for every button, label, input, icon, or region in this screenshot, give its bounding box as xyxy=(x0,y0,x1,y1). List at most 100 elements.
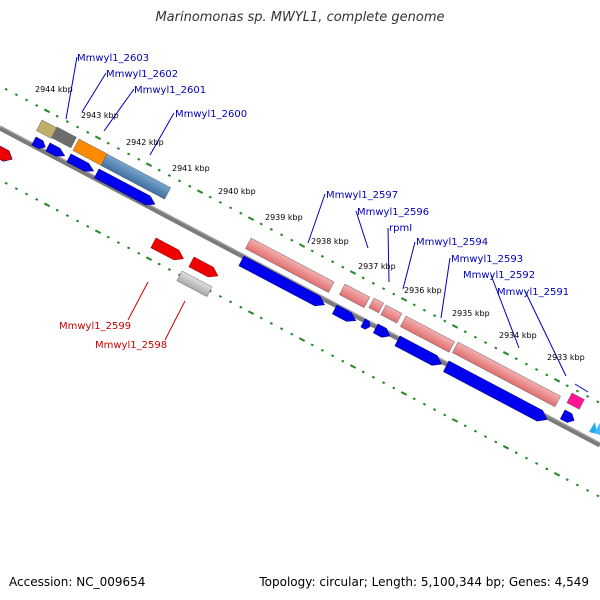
tick-mark xyxy=(310,343,314,347)
tick-mark xyxy=(106,141,110,145)
tick-mark xyxy=(137,157,141,161)
label-leader-line xyxy=(440,257,451,319)
gene-feature[interactable] xyxy=(566,392,585,410)
tick-mark xyxy=(473,429,477,433)
tick-mark xyxy=(167,268,171,271)
tick-rings xyxy=(4,87,600,498)
tick-mark xyxy=(535,462,539,465)
gene-feature[interactable] xyxy=(176,270,213,297)
label-leader-line xyxy=(574,383,589,393)
map-title: Marinomonas sp. MWYL1, complete genome xyxy=(155,10,445,25)
tick-mark xyxy=(259,222,263,226)
gene-feature[interactable] xyxy=(51,126,77,149)
gene-feature[interactable] xyxy=(331,304,358,325)
gene-label[interactable]: Mmwyl1_2600 xyxy=(175,109,247,120)
gene-label[interactable]: Mmwyl1_2598 xyxy=(95,340,167,351)
gene-feature[interactable] xyxy=(443,360,549,425)
gene-label[interactable]: Mmwyl1_2592 xyxy=(463,270,535,281)
tick-mark xyxy=(545,373,549,377)
tick-mark xyxy=(371,281,375,285)
tick-mark xyxy=(484,435,488,439)
gene-label[interactable]: Mmwyl1_2594 xyxy=(416,237,488,248)
gene-feature[interactable] xyxy=(66,153,96,175)
gene-feature[interactable] xyxy=(238,255,327,310)
tick-mark xyxy=(178,179,182,183)
tick-mark xyxy=(76,219,80,223)
gene-features xyxy=(0,119,585,425)
gene-feature[interactable] xyxy=(368,297,384,314)
tick-mark xyxy=(229,206,233,210)
tick-mark xyxy=(259,316,263,320)
gene-feature[interactable] xyxy=(150,237,186,264)
gene-feature[interactable] xyxy=(93,168,157,209)
gene-label[interactable]: rpmI xyxy=(389,223,412,234)
tick-mark xyxy=(484,341,488,345)
tick-label: 2940 kbp xyxy=(218,187,256,196)
gene-feature[interactable] xyxy=(559,409,576,425)
tick-mark xyxy=(86,224,90,228)
tick-mark xyxy=(341,265,345,269)
tick-mark xyxy=(451,324,459,329)
gene-label[interactable]: Mmwyl1_2603 xyxy=(77,53,149,64)
tick-mark xyxy=(412,303,416,307)
gene-feature[interactable] xyxy=(372,323,392,340)
gene-label[interactable]: Mmwyl1_2597 xyxy=(326,190,398,201)
tick-label: 2943 kbp xyxy=(81,111,119,120)
gene-feature[interactable] xyxy=(0,145,15,165)
tick-mark xyxy=(473,335,477,339)
tick-mark xyxy=(86,130,90,134)
gene-label[interactable]: Mmwyl1_2599 xyxy=(59,321,131,332)
tick-mark xyxy=(145,162,153,168)
gene-feature[interactable] xyxy=(339,283,371,308)
gene-label[interactable]: Mmwyl1_2601 xyxy=(134,85,206,96)
gene-feature[interactable] xyxy=(100,153,171,200)
tick-mark xyxy=(55,208,59,212)
tick-mark xyxy=(269,227,273,231)
gene-feature[interactable] xyxy=(400,315,455,353)
tick-mark xyxy=(382,287,386,291)
tick-mark xyxy=(298,243,306,248)
tick-mark xyxy=(565,478,569,482)
tick-mark xyxy=(218,294,222,298)
gene-feature[interactable] xyxy=(188,256,221,281)
tick-labels: 2944 kbp 2943 kbp 2942 kbp 2941 kbp 2940… xyxy=(35,85,585,362)
gene-feature[interactable] xyxy=(394,335,444,369)
tick-mark xyxy=(65,214,69,218)
gene-feature[interactable] xyxy=(45,142,67,160)
tick-mark xyxy=(43,108,51,114)
tick-mark xyxy=(247,310,255,315)
tick-mark xyxy=(422,308,426,312)
gene-feature[interactable] xyxy=(452,341,561,408)
tick-mark xyxy=(586,394,590,398)
gene-label[interactable]: Mmwyl1_2596 xyxy=(357,207,429,218)
tick-mark xyxy=(433,314,437,318)
label-leader-line xyxy=(127,281,149,321)
tick-mark xyxy=(167,174,171,177)
tick-label: 2935 kbp xyxy=(452,309,490,318)
tick-mark xyxy=(331,354,335,358)
label-leaders xyxy=(65,56,589,393)
tick-mark xyxy=(341,359,345,363)
label-leader-line xyxy=(164,300,186,341)
tick-label: 2937 kbp xyxy=(358,262,396,271)
gene-feature[interactable] xyxy=(380,304,403,324)
tick-mark xyxy=(586,488,590,492)
tick-mark xyxy=(524,362,528,366)
gene-feature[interactable] xyxy=(31,136,48,151)
gene-label[interactable]: Mmwyl1_2593 xyxy=(451,254,523,265)
tick-mark xyxy=(392,292,396,296)
tick-mark xyxy=(14,93,18,97)
tick-mark xyxy=(400,297,408,302)
tick-mark xyxy=(116,147,120,151)
gene-feature[interactable] xyxy=(245,237,335,293)
gene-feature[interactable] xyxy=(360,318,372,331)
gene-label[interactable]: Mmwyl1_2602 xyxy=(106,69,178,80)
tick-mark xyxy=(443,413,447,417)
tick-mark xyxy=(127,246,131,250)
reverse-gene-labels: Mmwyl1_2599 Mmwyl1_2598 xyxy=(59,321,167,351)
tick-mark xyxy=(269,321,273,325)
tick-mark xyxy=(76,125,80,129)
gene-label[interactable]: Mmwyl1_2591 xyxy=(497,287,569,298)
tick-mark xyxy=(371,375,375,379)
